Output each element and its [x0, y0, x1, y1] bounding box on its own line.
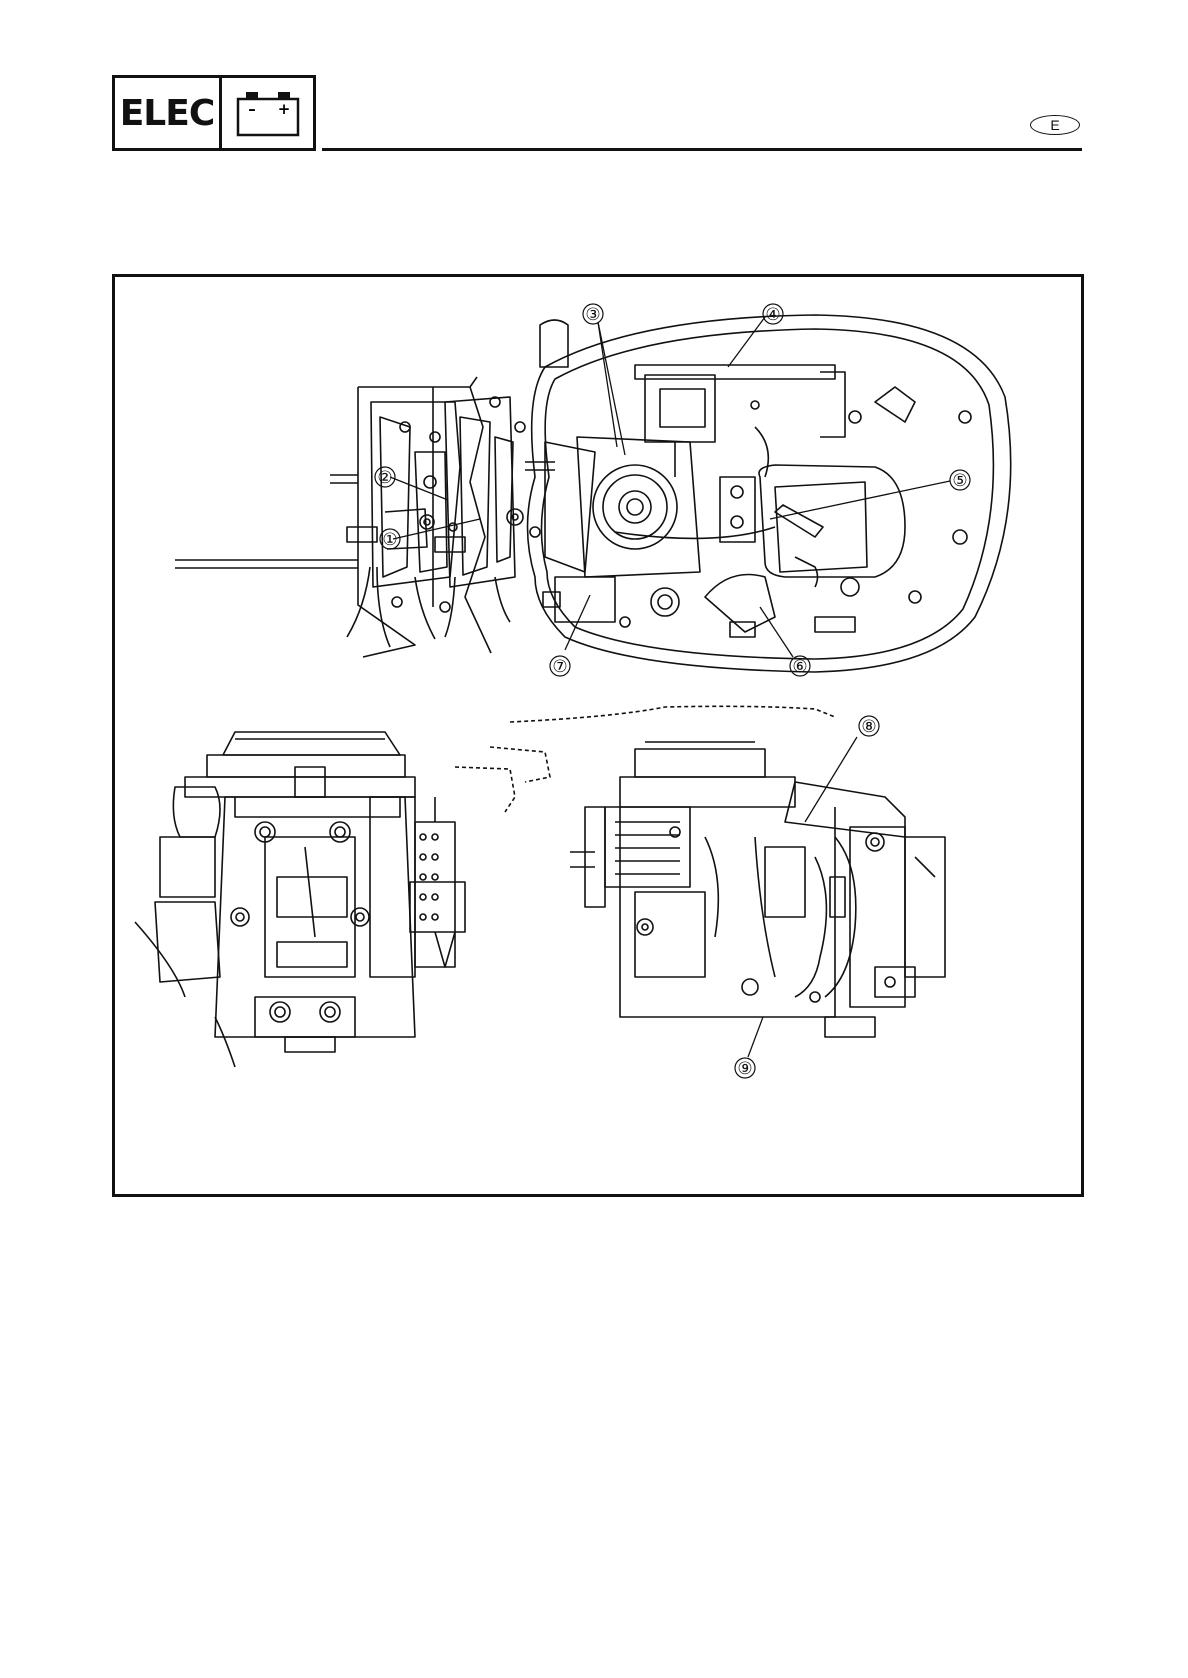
- leader-9: [748, 1017, 763, 1057]
- leader-5: [770, 481, 950, 519]
- callout-6: ⑥: [792, 657, 807, 677]
- section-label: ELEC: [115, 78, 222, 148]
- callout-4: ④: [765, 305, 780, 325]
- section-badge: ELEC – +: [112, 75, 316, 151]
- header-rule: [322, 148, 1082, 151]
- callout-circles: [375, 304, 970, 1078]
- front-view-engine: [135, 732, 465, 1067]
- leader-6: [760, 607, 793, 657]
- callout-2: ②: [377, 468, 392, 488]
- leader-4: [728, 317, 765, 367]
- leader-1: [393, 519, 480, 539]
- callout-7: ⑦: [552, 657, 567, 677]
- side-view-engine: [455, 706, 945, 1037]
- leader-8: [805, 737, 857, 822]
- leader-3b: [598, 322, 625, 455]
- top-view-engine: [433, 315, 1011, 672]
- callout-8: ⑧: [861, 717, 876, 737]
- callout-leader-lines: [390, 317, 950, 1057]
- engine-diagram-frame: ① ② ③ ④ ⑤ ⑥ ⑦ ⑧ ⑨: [112, 274, 1084, 1197]
- engine-diagram: ① ② ③ ④ ⑤ ⑥ ⑦ ⑧ ⑨: [115, 277, 1081, 1194]
- battery-icon: – +: [222, 78, 313, 148]
- top-left-partial-view: [175, 377, 491, 657]
- leader-2: [390, 477, 448, 500]
- callout-9: ⑨: [737, 1059, 752, 1079]
- battery-plus: +: [277, 100, 290, 118]
- language-badge: E: [1030, 115, 1080, 135]
- callout-3: ③: [585, 305, 600, 325]
- callout-5: ⑤: [952, 471, 967, 491]
- battery-minus: –: [248, 100, 256, 118]
- callout-1: ①: [382, 530, 397, 550]
